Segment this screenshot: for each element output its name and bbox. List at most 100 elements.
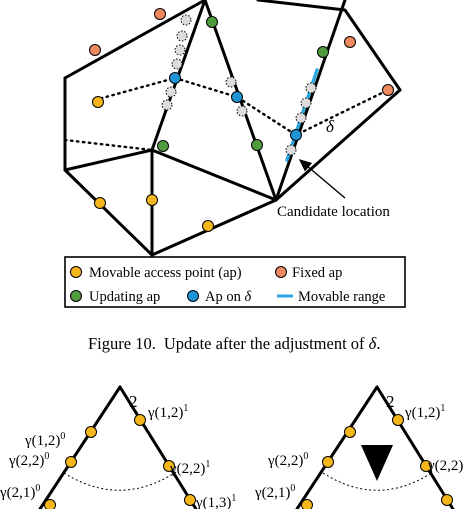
gamma-text: γ(1,2) bbox=[24, 433, 60, 449]
gamma-superscript: 1 bbox=[440, 403, 445, 414]
edge-top-right bbox=[256, 0, 402, 92]
right-label-gamma-12-1: γ(1,2)1 bbox=[404, 403, 445, 421]
dotted-edge-1 bbox=[93, 76, 177, 102]
gamma-text: γ(2,1) bbox=[0, 485, 35, 501]
legend-updating-ap-swatch bbox=[70, 290, 82, 302]
left-label-gamma-21-0: γ(2,1)0 bbox=[0, 483, 40, 501]
left-triangle-dashed-curve bbox=[63, 471, 177, 491]
legend-fixed-ap-swatch bbox=[275, 266, 287, 278]
movable-ap bbox=[202, 220, 214, 232]
gamma-superscript: 0 bbox=[35, 483, 40, 494]
candidate-locations bbox=[161, 14, 317, 156]
dotted-edge-3 bbox=[63, 138, 154, 152]
legend: Movable access point (ap) Fixed ap Updat… bbox=[64, 256, 406, 308]
left-node-gamma-21-0 bbox=[44, 499, 56, 509]
right-triangle-left-edge bbox=[295, 385, 379, 509]
caption-text: Update after the adjustment of bbox=[164, 334, 369, 353]
candidate-dot bbox=[174, 44, 186, 56]
gamma-text: γ(2,2) bbox=[169, 461, 205, 477]
right-triangle-diagram: 2 γ(1,2)1 γ(2,2)0 γ(2,2) γ(2,1)0 bbox=[254, 385, 463, 509]
gamma-text: γ(1,2) bbox=[147, 405, 183, 421]
legend-movable-ap-label: Movable access point (ap) bbox=[89, 265, 242, 281]
candidate-dot bbox=[225, 76, 237, 88]
gamma-superscript: 0 bbox=[44, 451, 49, 462]
gamma-superscript: 1 bbox=[231, 493, 236, 504]
legend-box bbox=[64, 256, 406, 308]
left-node-gamma-12-0 bbox=[85, 426, 97, 438]
edge-bottom bbox=[150, 198, 278, 257]
gamma-superscript: 0 bbox=[290, 483, 295, 494]
left-node-gamma-12-1 bbox=[134, 414, 146, 426]
network-diagram: δ Candidate location bbox=[63, 0, 402, 257]
right-triangle-dashed-curve bbox=[322, 471, 434, 491]
legend-ap-on-delta-text: Ap on bbox=[205, 289, 244, 305]
right-vertex-label: 2 bbox=[386, 392, 395, 411]
access-points bbox=[89, 8, 394, 232]
updating-ap bbox=[251, 139, 263, 151]
gamma-superscript: 0 bbox=[303, 451, 308, 462]
candidate-dot bbox=[176, 30, 188, 42]
right-node-gamma-22-0 bbox=[322, 456, 334, 468]
legend-updating-ap-label: Updating ap bbox=[89, 289, 160, 305]
edge-right-spoke bbox=[274, 0, 347, 202]
left-triangle-left-edge bbox=[38, 385, 122, 509]
right-label-gamma-22-0: γ(2,2)0 bbox=[267, 451, 308, 469]
left-node-gamma-13-1 bbox=[184, 494, 196, 506]
left-triangle-diagram: 2 γ(1,2)0 γ(1,2)1 γ(2,2)0 γ(2,2)1 γ(2,1)… bbox=[0, 385, 236, 509]
movable-ap bbox=[92, 96, 104, 108]
edge-left-lower bbox=[63, 148, 154, 172]
right-label-gamma-22-1: γ(2,2) bbox=[427, 458, 463, 474]
legend-ap-on-delta-symbol: δ bbox=[244, 289, 251, 305]
edge-right-lower bbox=[274, 88, 402, 202]
updating-ap bbox=[157, 140, 169, 152]
left-node-gamma-22-1 bbox=[163, 460, 175, 472]
candidate-dot bbox=[305, 82, 317, 94]
candidate-dot bbox=[180, 14, 192, 26]
network-dotted-edges bbox=[63, 76, 390, 152]
right-node-gamma-13-1 bbox=[441, 494, 453, 506]
left-label-gamma-12-0: γ(1,2)0 bbox=[24, 431, 65, 449]
gamma-text: γ(2,2) bbox=[427, 458, 463, 474]
ap-on-delta bbox=[169, 72, 181, 84]
fixed-ap bbox=[382, 84, 394, 96]
fixed-ap bbox=[344, 36, 356, 48]
fixed-ap bbox=[89, 44, 101, 56]
updating-ap bbox=[206, 16, 218, 28]
gamma-text: γ(2,2) bbox=[8, 453, 44, 469]
right-node-gamma-12-1 bbox=[392, 414, 404, 426]
left-vertex-label: 2 bbox=[129, 392, 138, 411]
legend-movable-ap-swatch bbox=[70, 266, 82, 278]
gamma-superscript: 1 bbox=[183, 403, 188, 414]
candidate-pointer-arrow bbox=[298, 159, 346, 199]
left-node-gamma-22-0 bbox=[65, 456, 77, 468]
candidate-location-label: Candidate location bbox=[277, 204, 390, 220]
candidate-dot bbox=[161, 99, 173, 111]
right-label-gamma-21-0: γ(2,1)0 bbox=[254, 483, 295, 501]
legend-movable-range-label: Movable range bbox=[298, 289, 385, 305]
gamma-superscript: 1 bbox=[205, 459, 210, 470]
gamma-text: γ(2,2) bbox=[267, 453, 303, 469]
left-label-gamma-22-0: γ(2,2)0 bbox=[8, 451, 49, 469]
legend-fixed-ap-label: Fixed ap bbox=[292, 265, 342, 281]
updating-ap bbox=[317, 46, 329, 58]
left-triangle-right-edge bbox=[118, 385, 198, 509]
candidate-dot bbox=[171, 58, 183, 70]
fixed-ap bbox=[154, 8, 166, 20]
candidate-dot bbox=[285, 144, 297, 156]
left-label-gamma-12-1: γ(1,2)1 bbox=[147, 403, 188, 421]
ap-on-delta bbox=[290, 129, 302, 141]
delta-label: δ bbox=[326, 117, 335, 136]
left-label-gamma-22-1: γ(2,2)1 bbox=[169, 459, 210, 477]
candidate-dot bbox=[165, 86, 177, 98]
edge-left-upper bbox=[63, 0, 207, 80]
caption-suffix: . bbox=[376, 334, 380, 353]
legend-ap-on-delta-label: Ap on δ bbox=[205, 289, 251, 305]
right-triangle-right-edge bbox=[375, 385, 455, 509]
edge-left-to-bottom bbox=[63, 168, 154, 257]
right-node-gamma-21-0 bbox=[301, 499, 313, 509]
candidate-dot bbox=[236, 105, 248, 117]
movable-ap bbox=[146, 194, 158, 206]
ap-on-delta bbox=[231, 91, 243, 103]
gamma-text: γ(1,2) bbox=[404, 405, 440, 421]
gamma-text: γ(1,3) bbox=[195, 495, 231, 509]
